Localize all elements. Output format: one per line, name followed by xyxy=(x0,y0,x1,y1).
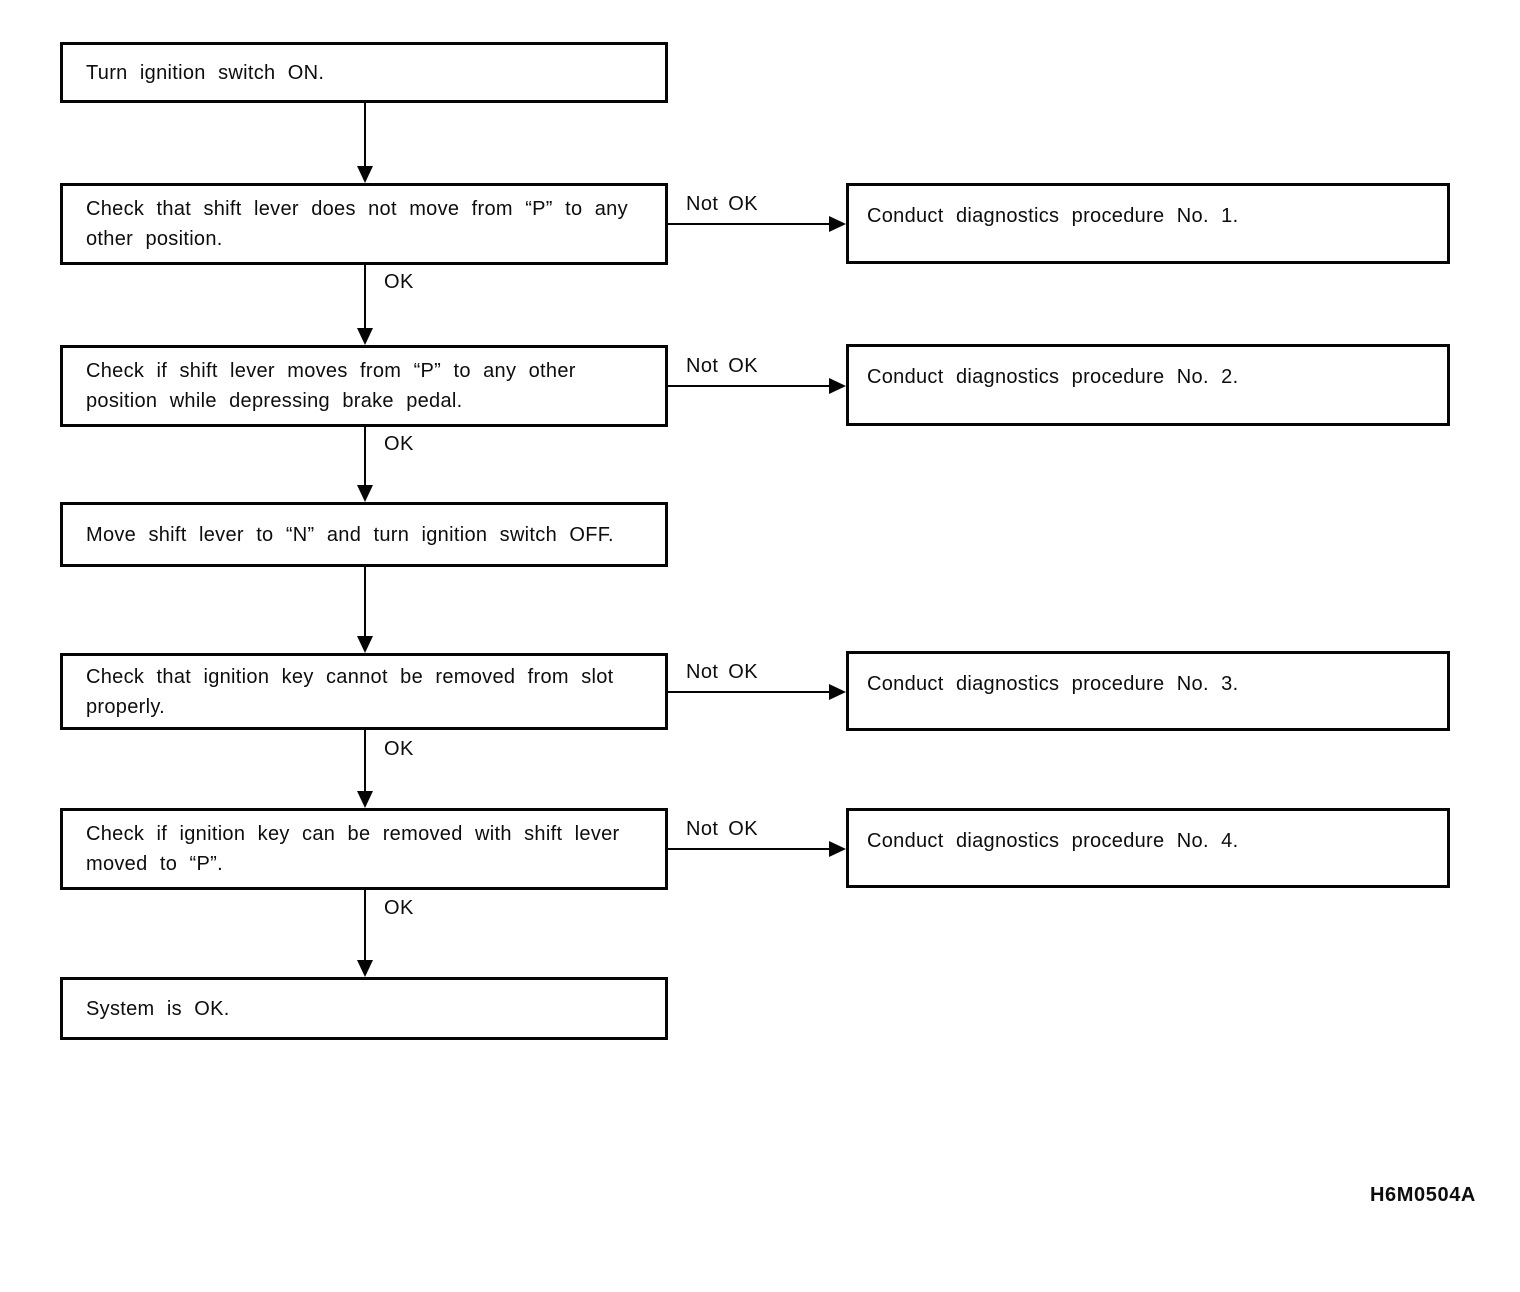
arrow-down-1 xyxy=(364,103,366,166)
flow-check-key-cannot-be-removed-label: Check that ignition key cannot be remove… xyxy=(86,665,614,718)
flow-step-system-ok-label: System is OK. xyxy=(86,997,230,1020)
flow-check-key-removed-in-park-label: Check if ignition key can be removed wit… xyxy=(86,823,620,875)
action-diagnostics-procedure-1-label: Conduct diagnostics procedure No. 1. xyxy=(867,205,1239,227)
flow-check-key-removed-in-park: Check if ignition key can be removed wit… xyxy=(60,808,668,890)
flow-check-shift-lever-park-lock: Check that shift lever does not move fro… xyxy=(60,183,668,265)
ok-label-3: OK xyxy=(384,738,414,760)
not-ok-label-1: Not OK xyxy=(686,193,758,215)
flow-step-turn-ignition-on: Turn ignition switch ON. xyxy=(60,42,668,103)
not-ok-label-3: Not OK xyxy=(686,661,758,683)
flow-check-shift-lever-park-lock-label: Check that shift lever does not move fro… xyxy=(86,198,628,250)
arrow-down-4 xyxy=(364,567,366,636)
arrow-not-ok-2 xyxy=(668,385,829,387)
arrow-down-3 xyxy=(364,427,366,485)
not-ok-label-4: Not OK xyxy=(686,818,758,840)
figure-code: H6M0504A xyxy=(1370,1184,1476,1206)
arrow-down-5 xyxy=(364,730,366,791)
not-ok-label-2: Not OK xyxy=(686,355,758,377)
flow-step-system-ok: System is OK. xyxy=(60,977,668,1040)
action-diagnostics-procedure-1: Conduct diagnostics procedure No. 1. xyxy=(846,183,1450,264)
action-diagnostics-procedure-2: Conduct diagnostics procedure No. 2. xyxy=(846,344,1450,426)
flow-check-shift-lever-with-brake-label: Check if shift lever moves from “P” to a… xyxy=(86,360,576,412)
action-diagnostics-procedure-4: Conduct diagnostics procedure No. 4. xyxy=(846,808,1450,888)
ok-label-1: OK xyxy=(384,271,414,293)
arrow-down-2 xyxy=(364,265,366,328)
action-diagnostics-procedure-4-label: Conduct diagnostics procedure No. 4. xyxy=(867,830,1239,852)
arrow-not-ok-4 xyxy=(668,848,829,850)
action-diagnostics-procedure-3: Conduct diagnostics procedure No. 3. xyxy=(846,651,1450,731)
flow-step-move-lever-neutral-ignition-off: Move shift lever to “N” and turn ignitio… xyxy=(60,502,668,567)
action-diagnostics-procedure-3-label: Conduct diagnostics procedure No. 3. xyxy=(867,673,1239,695)
ok-label-4: OK xyxy=(384,897,414,919)
flow-check-key-cannot-be-removed: Check that ignition key cannot be remove… xyxy=(60,653,668,730)
flow-step-move-lever-neutral-ignition-off-label: Move shift lever to “N” and turn ignitio… xyxy=(86,523,614,546)
action-diagnostics-procedure-2-label: Conduct diagnostics procedure No. 2. xyxy=(867,366,1239,388)
arrow-not-ok-1 xyxy=(668,223,829,225)
ok-label-2: OK xyxy=(384,433,414,455)
arrow-down-6 xyxy=(364,890,366,960)
flow-step-turn-ignition-on-label: Turn ignition switch ON. xyxy=(86,61,325,84)
arrow-not-ok-3 xyxy=(668,691,829,693)
flow-check-shift-lever-with-brake: Check if shift lever moves from “P” to a… xyxy=(60,345,668,427)
